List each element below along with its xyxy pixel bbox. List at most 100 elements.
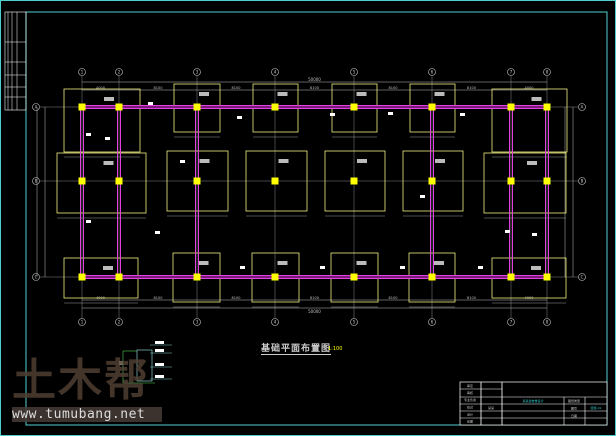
- tb-label: 绘图: [467, 419, 473, 424]
- axis-label-y: C: [581, 275, 584, 280]
- footing-outline: [245, 150, 308, 212]
- footing-tag: [357, 159, 367, 163]
- bay-dim-label: 8100: [154, 86, 163, 90]
- axis-bubble: [78, 318, 86, 326]
- footing-outline: [491, 88, 568, 153]
- footing-tag: [531, 97, 542, 101]
- axis-bubble: [507, 318, 515, 326]
- beam-fill: [82, 105, 547, 109]
- axis-label-y: A: [35, 105, 38, 110]
- detail-section: [136, 349, 153, 382]
- footing-tag: [199, 159, 210, 163]
- inner-frame: [25, 11, 608, 426]
- footing-tag: [356, 92, 367, 96]
- column: [193, 273, 201, 281]
- column: [543, 103, 551, 111]
- tb-drawing-no: 结施-01: [591, 405, 602, 410]
- axis-label-x: 6: [431, 320, 434, 325]
- footing-tag: [198, 261, 209, 265]
- axis-label-x: 1: [81, 320, 84, 325]
- tb-label: 审定: [467, 383, 473, 388]
- column: [543, 273, 551, 281]
- beam-tag: [478, 266, 483, 269]
- column: [271, 273, 279, 281]
- footing-tag: [277, 261, 288, 265]
- axis-label-x: 5: [353, 320, 356, 325]
- bay-dim-label: 8100: [389, 86, 398, 90]
- column: [350, 103, 358, 111]
- column: [428, 273, 436, 281]
- detail-mark: [119, 361, 123, 365]
- total-dim-label: 50000: [308, 77, 321, 82]
- bay-dim-label: 8100: [467, 86, 476, 90]
- footing-tag: [103, 266, 113, 270]
- tb-designer: 某某: [488, 405, 494, 410]
- axis-bubble: [578, 273, 586, 281]
- axis-bubble: [543, 318, 551, 326]
- axis-label-y: C: [35, 275, 38, 280]
- column: [507, 273, 515, 281]
- axis-label-x: 5: [353, 70, 356, 75]
- axis-bubble: [271, 68, 279, 76]
- column: [115, 273, 123, 281]
- beam-tag: [330, 113, 335, 116]
- footing-outline: [483, 152, 567, 214]
- beam-fill: [82, 275, 547, 279]
- tb-right-label: 日期: [571, 413, 577, 418]
- drawing-scale: 1:100: [328, 346, 343, 352]
- title-block: 审定审核专业负责校对设计绘图某某某某宿舍楼设计图纸类型图号日期结施-01: [459, 381, 608, 426]
- bay-dim-label: 8100: [310, 86, 319, 90]
- axis-bubble: [271, 318, 279, 326]
- footing-tag: [278, 159, 289, 163]
- beam-tag: [388, 112, 393, 115]
- detail-tag: [155, 349, 164, 352]
- footing-tag: [527, 161, 537, 165]
- axis-bubble: [578, 177, 586, 185]
- axis-label-x: 3: [196, 70, 199, 75]
- beam-tag: [505, 230, 510, 233]
- axis-label-x: 8: [546, 70, 549, 75]
- column: [543, 177, 551, 185]
- bay-dim-label: 8100: [310, 296, 319, 300]
- strip-box: [4, 11, 27, 111]
- beam-tag: [148, 102, 153, 105]
- bay-dim-label: 4000: [96, 86, 105, 90]
- axis-label-x: 7: [510, 320, 513, 325]
- footing-outline: [63, 88, 141, 153]
- tb-project: 某某宿舍楼设计: [522, 398, 543, 403]
- axis-label-x: 2: [118, 70, 121, 75]
- axis-bubble: [350, 68, 358, 76]
- axis-bubble: [32, 273, 40, 281]
- column: [193, 103, 201, 111]
- footing-tag: [434, 92, 445, 96]
- footing-tag: [104, 97, 114, 101]
- column: [350, 273, 358, 281]
- beam-tag: [86, 133, 91, 136]
- tb-right-label: 图号: [571, 406, 577, 411]
- column: [78, 177, 86, 185]
- column: [428, 177, 436, 185]
- column: [271, 103, 279, 111]
- tb-label: 校对: [467, 404, 473, 409]
- axis-bubble: [193, 68, 201, 76]
- beam-tag: [460, 113, 465, 116]
- axis-bubble: [350, 318, 358, 326]
- footing-tag: [435, 159, 445, 163]
- tb-label: 设计: [467, 411, 473, 416]
- footing-tag: [356, 261, 367, 265]
- beam-tag: [420, 195, 425, 198]
- axis-label-x: 8: [546, 320, 549, 325]
- left-title-strip: [4, 11, 27, 111]
- axis-bubble: [78, 68, 86, 76]
- axis-bubble: [543, 68, 551, 76]
- bay-dim-label: 8100: [467, 296, 476, 300]
- column: [115, 103, 123, 111]
- detail-tag: [155, 375, 164, 378]
- beam-tag: [105, 137, 110, 140]
- foundation-beams: [80, 102, 549, 279]
- beam-tag: [86, 220, 91, 223]
- column: [78, 103, 86, 111]
